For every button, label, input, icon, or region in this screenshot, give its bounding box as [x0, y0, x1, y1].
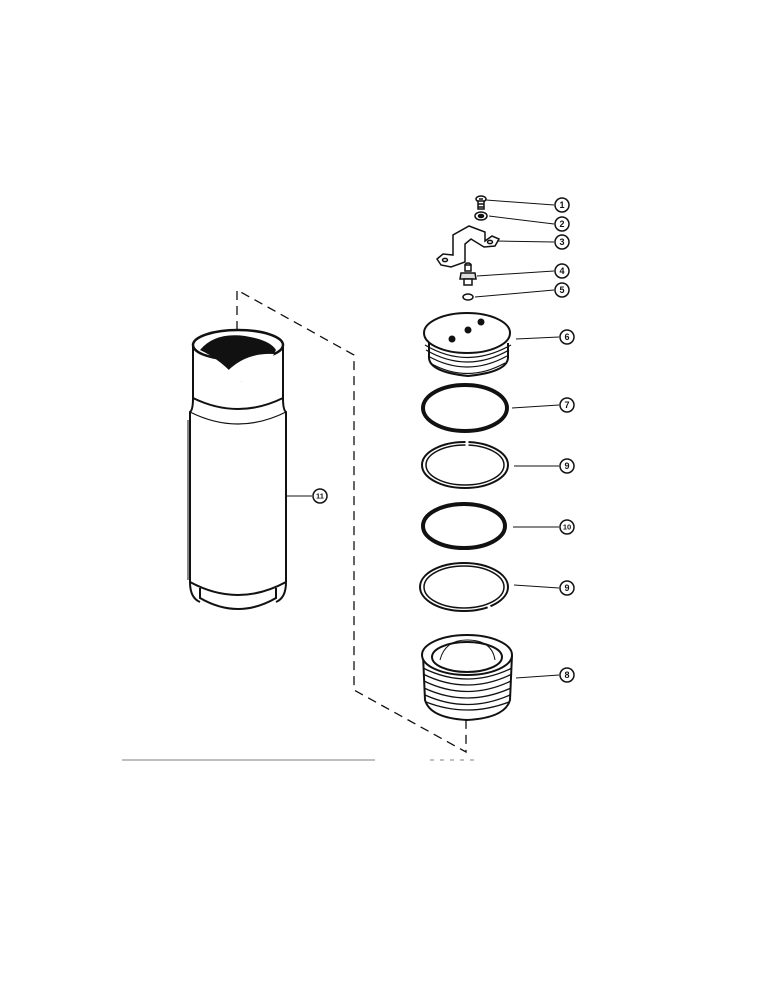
svg-text:2: 2	[559, 219, 564, 229]
bracket-part	[436, 225, 501, 268]
svg-text:4: 4	[559, 266, 564, 276]
callout-11: 11	[312, 488, 328, 504]
callout-8: 8	[559, 667, 575, 683]
washer-part	[474, 211, 488, 221]
gland-nut-part	[421, 634, 513, 722]
o-ring-part-10	[421, 502, 507, 550]
leader-line-8	[515, 674, 560, 679]
svg-text:8: 8	[564, 670, 569, 680]
backup-ring-part-lower	[419, 562, 509, 612]
leader-lines-upper	[474, 199, 555, 298]
svg-text:10: 10	[563, 523, 571, 532]
callout-4: 4	[554, 263, 570, 279]
callout-6: 6	[559, 329, 575, 345]
fitting-part	[459, 262, 477, 286]
screw-part	[475, 195, 487, 210]
callout-1: 1	[554, 197, 570, 213]
callout-2: 2	[554, 216, 570, 232]
callout-9-lower: 9	[559, 580, 575, 596]
callout-7: 7	[559, 397, 575, 413]
svg-text:1: 1	[559, 200, 564, 210]
leader-line-9b	[513, 584, 560, 589]
svg-text:6: 6	[564, 332, 569, 342]
callout-3: 3	[554, 234, 570, 250]
cylinder-tube-part	[187, 328, 287, 610]
assembly-dashed-line	[236, 288, 467, 754]
svg-text:7: 7	[564, 400, 569, 410]
leader-line-7	[511, 404, 560, 409]
cylinder-head-part	[423, 312, 512, 378]
o-ring-part-7	[421, 383, 509, 433]
callout-10: 10	[559, 519, 575, 535]
svg-text:5: 5	[559, 285, 564, 295]
svg-text:9: 9	[564, 583, 569, 593]
leader-line-6	[515, 336, 560, 340]
callout-5: 5	[554, 282, 570, 298]
callout-9-upper: 9	[559, 458, 575, 474]
seal-washer-part	[462, 293, 474, 301]
svg-text:11: 11	[316, 492, 324, 501]
backup-ring-part-upper	[421, 441, 509, 489]
svg-text:3: 3	[559, 237, 564, 247]
svg-text:9: 9	[564, 461, 569, 471]
